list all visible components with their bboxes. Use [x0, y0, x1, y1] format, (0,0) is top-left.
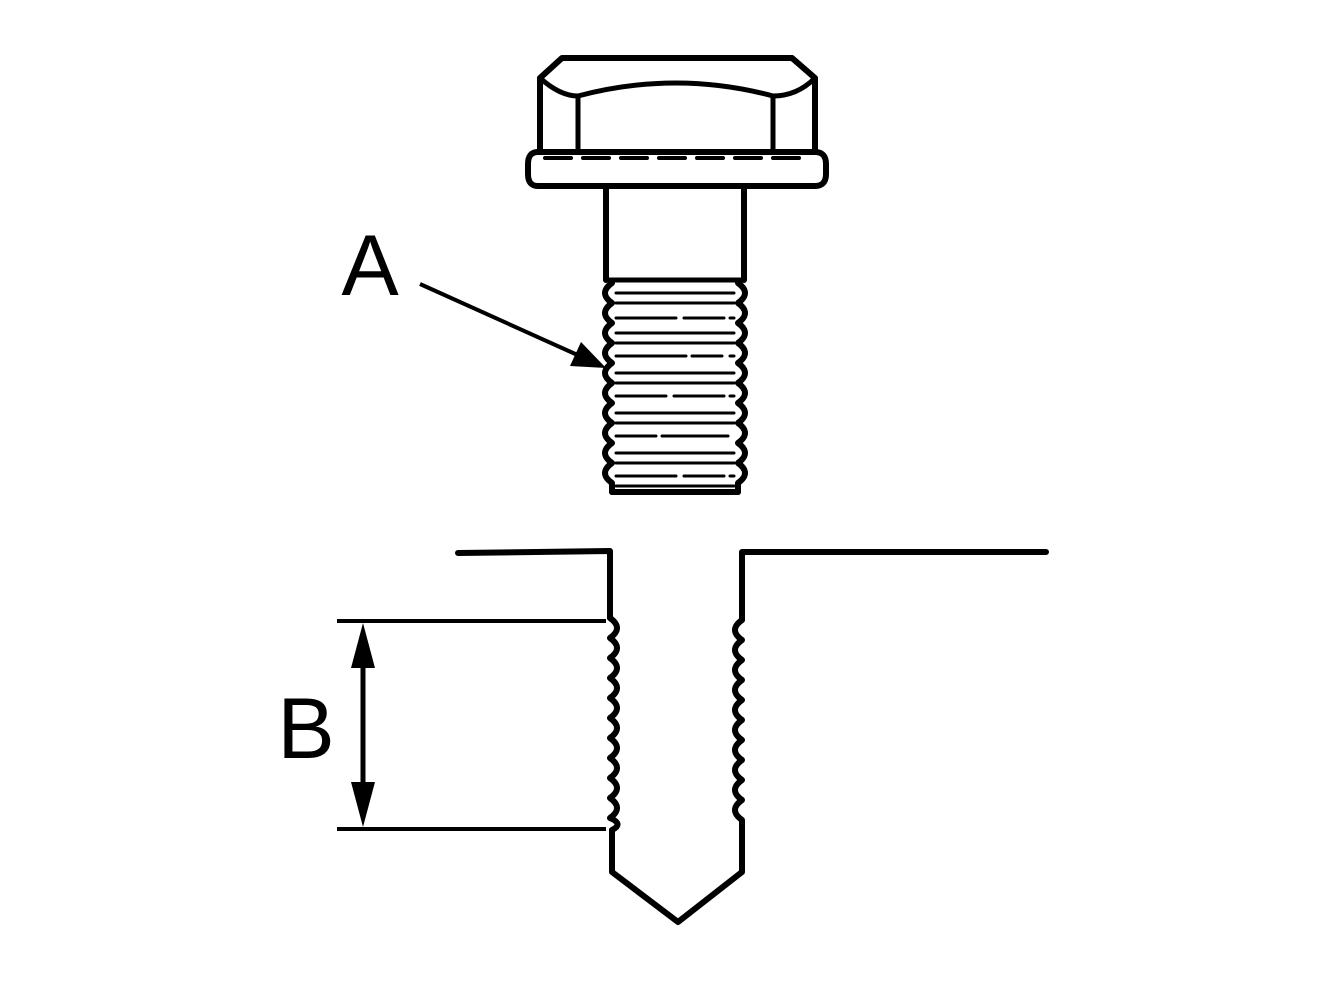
bolt-thread-left-profile	[602, 280, 615, 495]
bolt-thread-right-profile	[735, 280, 748, 495]
bolt-flange	[525, 149, 829, 189]
hole-thread-left-profile	[607, 615, 621, 833]
bolt-shank	[603, 183, 747, 283]
label-a: A	[341, 218, 399, 314]
dimension-b	[337, 619, 606, 831]
hole-surface-left	[455, 548, 613, 621]
label-b: B	[277, 681, 334, 777]
bolt	[525, 55, 829, 495]
bolt-head	[525, 55, 829, 189]
threaded-hole	[455, 548, 1049, 925]
hole-drill-point	[609, 823, 745, 925]
label-a-leader	[419, 282, 606, 368]
label-a-arrowhead	[570, 342, 606, 368]
dimension-b-arrow-up	[351, 623, 375, 668]
bolt-head-chamfer-curve	[537, 75, 818, 99]
dimension-b-arrow-down	[351, 782, 375, 827]
label-a-leader-line	[419, 282, 583, 359]
bolt-head-outline	[537, 55, 818, 155]
hole-surface-right	[739, 549, 1049, 623]
bolt-thread-crests	[614, 291, 736, 488]
hole-thread-right-profile	[732, 617, 745, 829]
bolt-thread	[602, 280, 748, 495]
